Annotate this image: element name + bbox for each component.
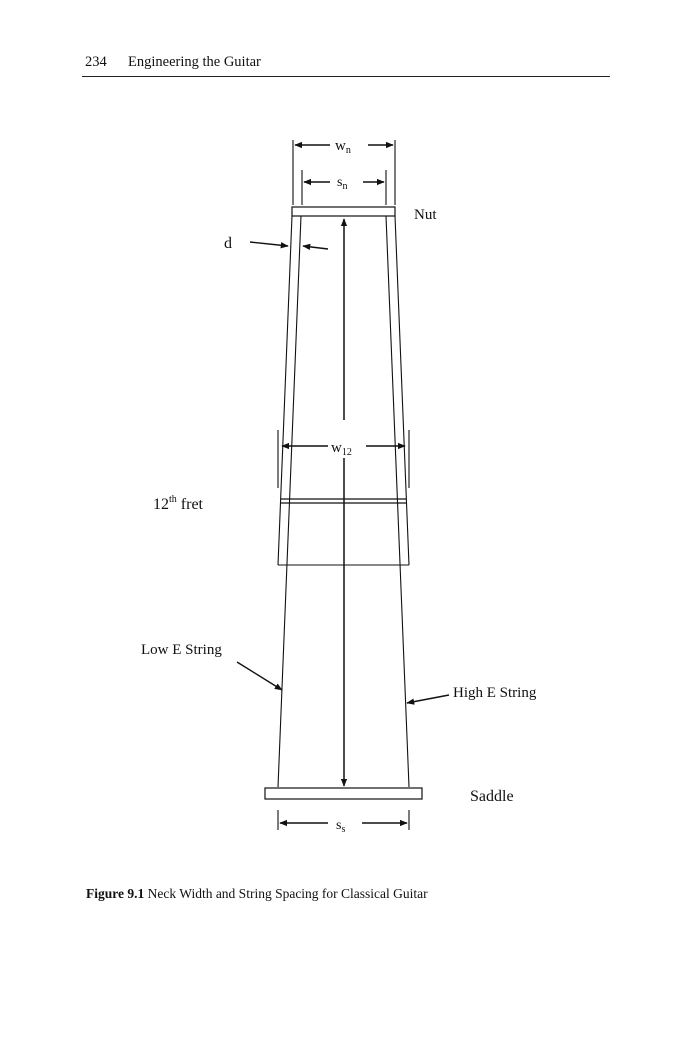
saddle-label: Saddle	[470, 788, 514, 805]
d-arrow-inner	[302, 243, 329, 251]
fret-label: 12th fret	[153, 494, 204, 513]
nut-label: Nut	[414, 207, 437, 223]
figure-caption-label: Figure 9.1	[86, 886, 145, 901]
fingerboard-edge-left	[277, 215, 293, 566]
running-header: 234 Engineering the Guitar	[82, 54, 610, 77]
w12-dimension: w12	[277, 430, 410, 488]
d-label: d	[224, 235, 232, 252]
figure-caption-text: Neck Width and String Spacing for Classi…	[144, 886, 428, 901]
ss-label: ss	[336, 818, 345, 835]
high-e-label: High E String	[453, 685, 537, 701]
nut-spacing-dimension: sn	[301, 170, 387, 205]
low-e-string-line	[277, 215, 302, 788]
d-arrow-outer	[249, 241, 289, 249]
figure-caption: Figure 9.1 Neck Width and String Spacing…	[86, 886, 428, 902]
saddle-rect	[264, 787, 423, 800]
fingerboard-edge-right	[394, 215, 410, 566]
low-e-label: Low E String	[141, 642, 222, 658]
low-e-arrow	[236, 661, 283, 691]
page-number: 234	[85, 54, 107, 70]
sn-label: sn	[337, 175, 347, 192]
running-title: Engineering the Guitar	[128, 54, 261, 70]
w12-label: w12	[331, 440, 352, 458]
wn-label: wn	[335, 138, 351, 156]
high-e-arrow	[406, 694, 450, 705]
saddle-spacing-dimension: ss	[277, 810, 410, 835]
nut-width-dimension: wn	[292, 138, 396, 205]
high-e-string-line	[385, 215, 410, 788]
nut-rect	[291, 206, 396, 217]
